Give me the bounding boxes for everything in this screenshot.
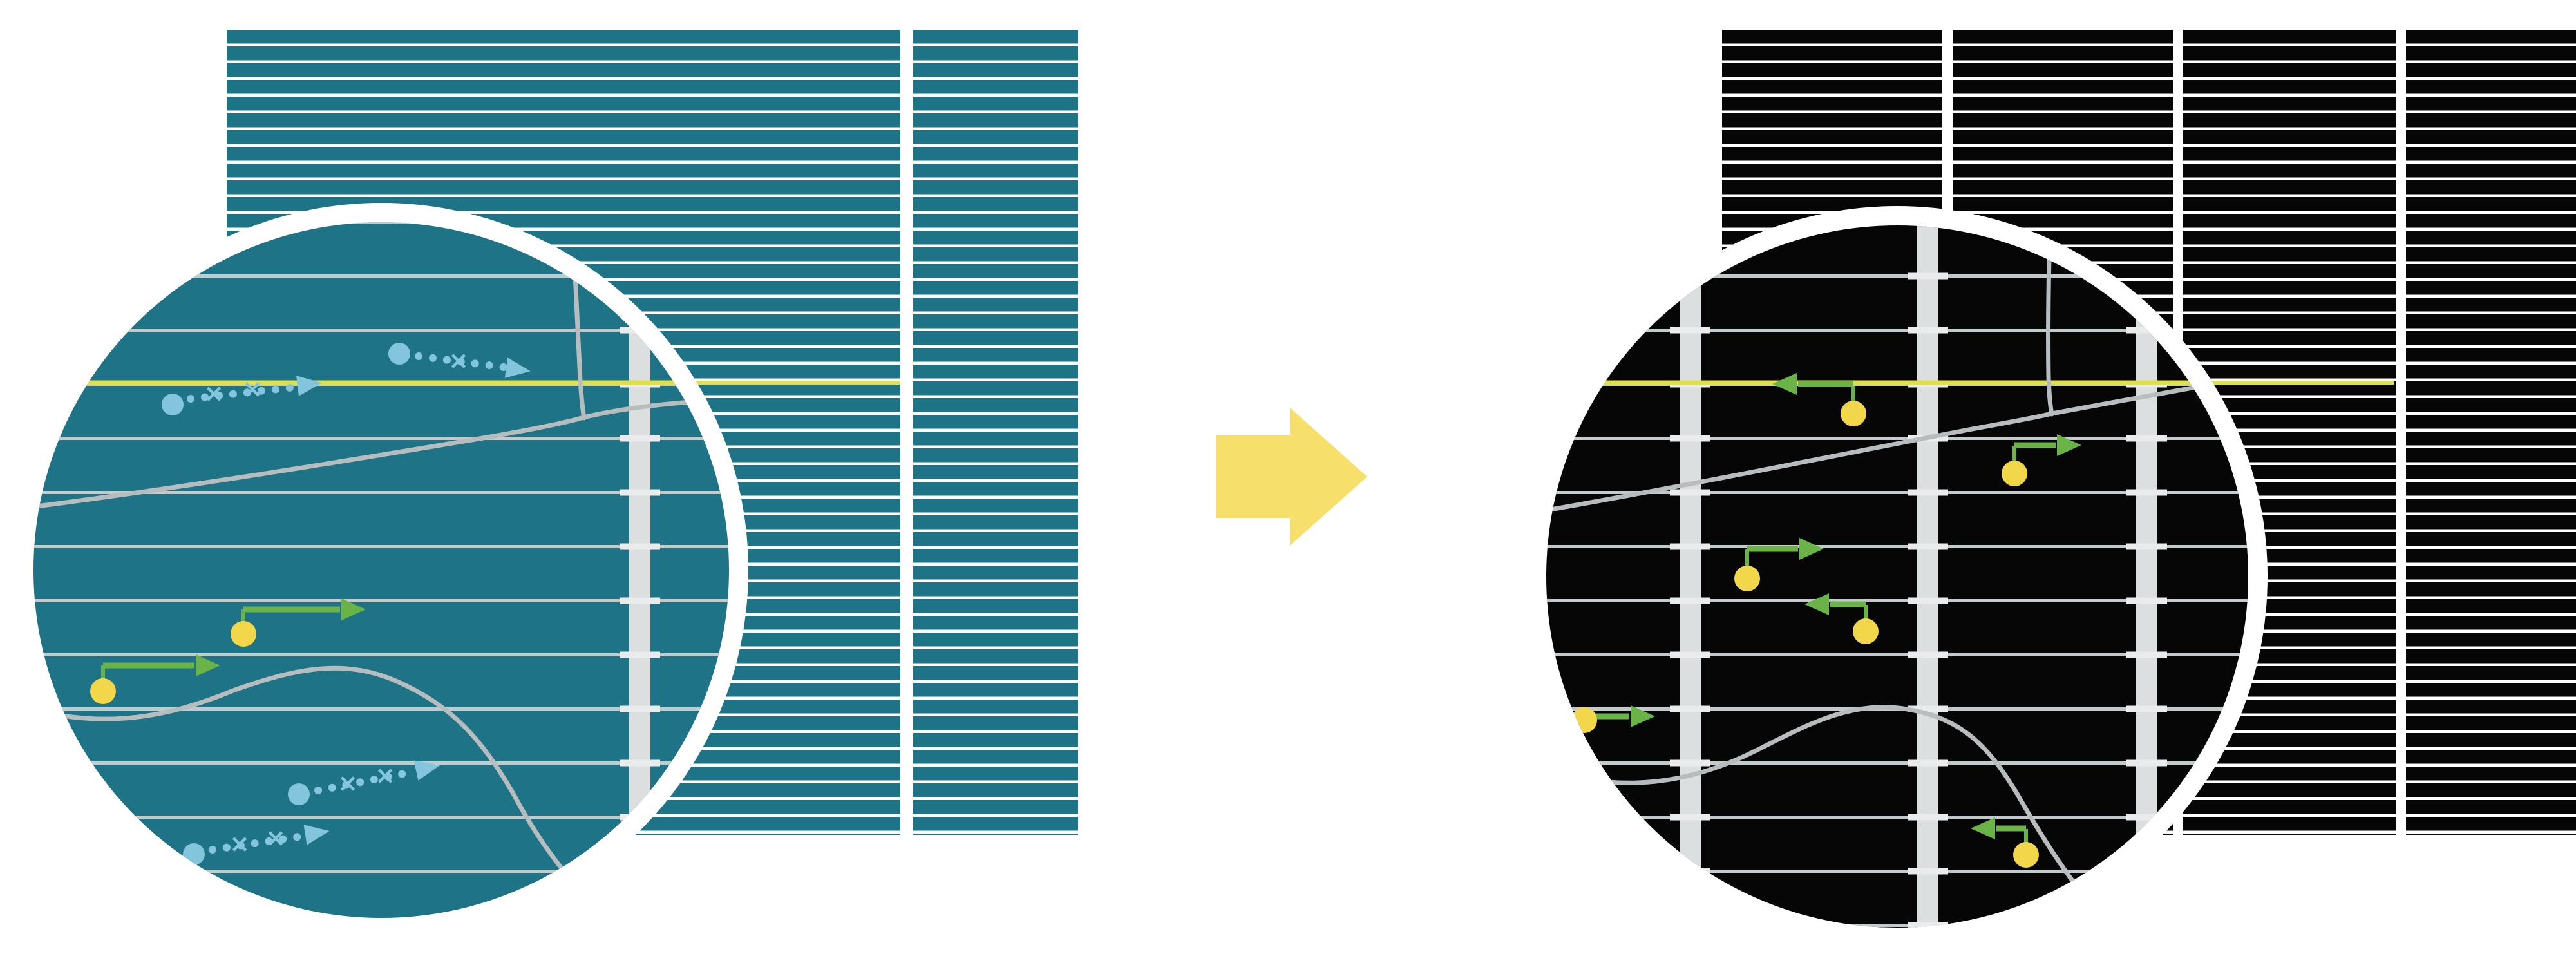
dotted-trail	[415, 352, 507, 371]
arrowhead-icon	[341, 598, 366, 620]
carrier-diffusion-marker: ×	[388, 343, 531, 378]
finger-grid-lines	[33, 222, 729, 918]
x-mark-icon: ×	[204, 379, 224, 408]
carrier-dot	[162, 394, 184, 415]
ion-migration-marker	[2002, 434, 2081, 486]
left-lens-content: × × × × × × ×	[33, 222, 729, 918]
carrier-dot	[288, 783, 310, 805]
dotted-trail	[187, 383, 299, 403]
arrowhead-icon	[1971, 817, 1995, 839]
ion-dot	[90, 678, 116, 704]
ion-dot	[231, 621, 256, 647]
carrier-diffusion-marker: × ×	[288, 760, 440, 805]
x-mark-icon: ×	[337, 769, 358, 797]
ion-dot	[1853, 618, 1879, 644]
right-lens-content	[1546, 225, 2248, 928]
busbar-ticks	[1908, 225, 1948, 928]
ion-migration-marker	[1804, 593, 1879, 644]
highlighted-finger-line	[1546, 380, 2248, 385]
left-magnifier-lens: × × × × × × ×	[14, 203, 748, 937]
arrowhead-icon	[504, 358, 531, 378]
arrowhead-icon	[1799, 538, 1824, 560]
arrowhead-icon	[296, 376, 322, 396]
ion-migration-marker	[231, 598, 366, 647]
dotted-trail	[209, 832, 307, 854]
grain-boundary-curve	[1546, 705, 2118, 928]
right-cell-column	[2406, 30, 2576, 835]
grain-boundary-curve	[33, 665, 632, 918]
arrowhead-icon	[303, 825, 330, 845]
ion-dot	[1734, 566, 1760, 591]
dotted-trail	[314, 768, 417, 794]
grain-boundary-curve	[1546, 374, 2248, 513]
busbar-ticks	[1670, 225, 1710, 928]
carrier-diffusion-marker: × ×	[183, 824, 330, 865]
ion-dot	[1841, 401, 1866, 426]
x-mark-icon: ×	[229, 830, 250, 858]
right-magnifier-lens	[1527, 206, 2268, 947]
arrowhead-icon	[413, 760, 440, 781]
grain-boundary-curve	[33, 399, 701, 513]
x-mark-icon: ×	[242, 375, 263, 403]
x-mark-icon: ×	[448, 347, 469, 375]
highlighted-finger-line	[33, 380, 729, 385]
ion-migration-marker	[90, 654, 220, 704]
ion-migration-marker	[1571, 705, 1655, 733]
ion-migration-marker	[1971, 817, 2039, 868]
left-cell-strip	[913, 30, 1078, 835]
ion-dot	[2002, 461, 2027, 486]
arrowhead-icon	[1804, 593, 1829, 615]
ion-migration-marker	[1772, 373, 1866, 426]
carrier-dot	[388, 343, 410, 365]
x-mark-icon: ×	[265, 824, 286, 852]
ion-migration-marker	[1734, 538, 1824, 591]
arrowhead-icon	[196, 654, 220, 676]
arrowhead-icon	[2057, 434, 2081, 456]
x-mark-icon: ×	[375, 761, 395, 790]
arrowhead-icon	[1772, 373, 1797, 395]
carrier-diffusion-marker: × ×	[162, 375, 322, 415]
right-arrow-icon	[1216, 408, 1367, 546]
ion-dot	[2013, 842, 2039, 868]
arrowhead-icon	[1631, 705, 1655, 727]
